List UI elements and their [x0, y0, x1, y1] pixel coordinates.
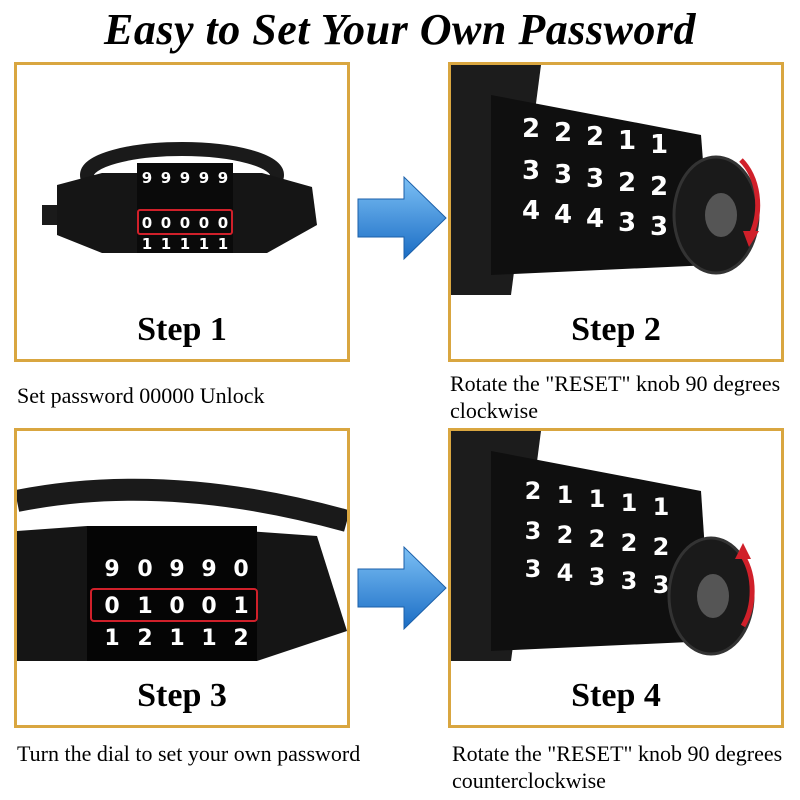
dial-1-bot: 3 — [525, 555, 542, 583]
dial-2-mid: 1 — [137, 594, 152, 619]
dial-2-bot: 4 — [557, 559, 574, 587]
dial-4-bot: 1 — [201, 626, 216, 651]
step-2-label: Step 2 — [571, 311, 661, 348]
dial-3-mid: 0 — [180, 214, 190, 232]
dial-1-mid: 3 — [525, 517, 542, 545]
dial-2-mid: 0 — [161, 214, 171, 232]
dial-5-bot: 3 — [650, 212, 668, 242]
dial-2-bot: 1 — [161, 235, 171, 253]
dial-1-bot: 4 — [522, 196, 540, 226]
counterclockwise-arrow-icon — [740, 554, 755, 628]
dial-2-top: 9 — [161, 169, 171, 187]
dial-2-top: 1 — [557, 481, 574, 509]
dial-3-bot: 1 — [169, 626, 184, 651]
code-highlight — [137, 209, 233, 235]
step-1-caption: Set password 00000 Unlock — [17, 383, 265, 408]
dial-1-top: 9 — [142, 169, 152, 187]
dial-3-top: 9 — [169, 557, 184, 582]
dial-3-mid: 2 — [589, 525, 606, 553]
dial-1-mid: 3 — [522, 156, 540, 186]
step-2-panel: 2 2 2 1 1 3 3 3 2 2 4 4 4 3 3 Step 2 — [448, 62, 784, 362]
arrow-right-icon — [357, 175, 447, 261]
dial-4-mid: 0 — [199, 214, 209, 232]
dial-2-bot: 2 — [137, 626, 152, 651]
dial-2-top: 0 — [137, 557, 152, 582]
dial-2-top: 2 — [554, 118, 572, 148]
dial-4-mid: 2 — [618, 168, 636, 198]
dial-5-top: 1 — [650, 130, 668, 160]
dial-5-mid: 0 — [218, 214, 228, 232]
dial-1-top: 2 — [522, 114, 540, 144]
dial-1-top: 9 — [104, 557, 119, 582]
dial-4-mid: 0 — [201, 594, 216, 619]
code-highlight — [90, 588, 258, 622]
step-1-label: Step 1 — [137, 311, 227, 348]
step-2-lock-image: 2 2 2 1 1 3 3 3 2 2 4 4 4 3 3 — [451, 65, 781, 295]
step-2-caption: Rotate the "RESET" knob 90 degrees clock… — [450, 371, 781, 423]
step-1-panel: 9 9 9 9 9 0 0 0 0 0 1 1 1 1 1 Step 1 — [14, 62, 350, 362]
dial-5-top: 1 — [653, 493, 670, 521]
step-3-label: Step 3 — [137, 677, 227, 714]
dial-3-top: 9 — [180, 169, 190, 187]
dial-3-mid: 3 — [586, 164, 604, 194]
step-1-lock-image: 9 9 9 9 9 0 0 0 0 0 1 1 1 1 1 — [17, 65, 347, 295]
step-3-caption: Turn the dial to set your own password — [17, 741, 361, 766]
dial-3-mid: 0 — [169, 594, 184, 619]
dial-2-bot: 4 — [554, 200, 572, 230]
dial-5-top: 0 — [233, 557, 248, 582]
step-3-lock-image: 9 0 9 9 0 0 1 0 0 1 1 2 1 1 2 — [17, 431, 347, 661]
dial-1-top: 2 — [525, 477, 542, 505]
dial-1-mid: 0 — [104, 594, 119, 619]
dial-5-mid: 1 — [233, 594, 248, 619]
step-4-lock-image: 2 1 1 1 1 3 2 2 2 2 3 4 3 3 3 — [451, 431, 781, 661]
dial-5-bot: 3 — [653, 571, 670, 599]
dial-4-bot: 3 — [618, 208, 636, 238]
dial-3-top: 2 — [586, 122, 604, 152]
dial-4-top: 1 — [618, 126, 636, 156]
dial-4-mid: 2 — [621, 529, 638, 557]
clockwise-arrow-icon — [739, 158, 761, 237]
dial-5-bot: 2 — [233, 626, 248, 651]
dial-5-mid: 2 — [653, 533, 670, 561]
dial-1-bot: 1 — [142, 235, 152, 253]
step-4-caption: Rotate the "RESET" knob 90 degrees count… — [452, 741, 783, 793]
step-4-label: Step 4 — [571, 677, 661, 714]
dial-4-bot: 1 — [199, 235, 209, 253]
dial-4-top: 9 — [199, 169, 209, 187]
dial-4-top: 9 — [201, 557, 216, 582]
page-title: Easy to Set Your Own Password — [104, 5, 696, 54]
dial-5-mid: 2 — [650, 172, 668, 202]
dial-3-bot: 4 — [586, 204, 604, 234]
step-4-panel: 2 1 1 1 1 3 2 2 2 2 3 4 3 3 3 Step 4 — [448, 428, 784, 728]
dial-1-mid: 0 — [142, 214, 152, 232]
dial-3-bot: 1 — [180, 235, 190, 253]
dial-5-top: 9 — [218, 169, 228, 187]
arrow-right-icon — [357, 545, 447, 631]
dial-4-bot: 3 — [621, 567, 638, 595]
dial-4-top: 1 — [621, 489, 638, 517]
dial-2-mid: 3 — [554, 160, 572, 190]
dial-5-bot: 1 — [218, 235, 228, 253]
dial-2-mid: 2 — [557, 521, 574, 549]
dial-3-top: 1 — [589, 485, 606, 513]
step-3-panel: 9 0 9 9 0 0 1 0 0 1 1 2 1 1 2 Step 3 — [14, 428, 350, 728]
dial-1-bot: 1 — [104, 626, 119, 651]
dial-3-bot: 3 — [589, 563, 606, 591]
